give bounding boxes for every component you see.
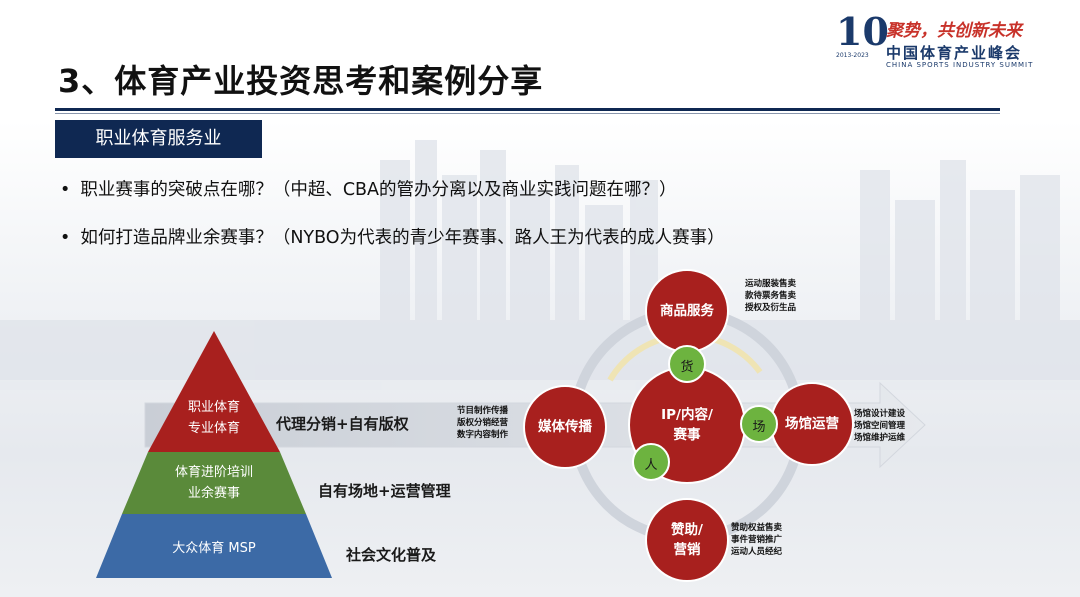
pyramid-middle-line1: 体育进阶培训 (174, 465, 253, 480)
bullet-item: • 如何打造品牌业余赛事？（NYBO为代表的青少年赛事、路人王为代表的成人赛事） (60, 224, 725, 249)
center-label-line1: IP/内容/ (661, 407, 713, 423)
bullet-text: 如何打造品牌业余赛事？（NYBO为代表的青少年赛事、路人王为代表的成人赛事） (80, 228, 725, 248)
left-label: 媒体传播 (538, 419, 592, 435)
right-label: 场馆运营 (785, 416, 839, 432)
pyramid-middle-line2: 业余赛事 (187, 486, 240, 501)
summit-logo: 10 2013-2023 聚势，共创新未来 中国体育产业峰会 CHINA SPO… (836, 9, 1046, 70)
section-badge: 职业体育服务业 (55, 120, 262, 158)
circle-left (523, 385, 607, 469)
bullet-item: • 职业赛事的突破点在哪？（中超、CBA的管办分离以及商业实践问题在哪？） (60, 176, 677, 201)
logo-slogan: 聚势，共创新未来 (886, 21, 1022, 41)
bottom-label-line1: 赞助/ (671, 522, 703, 538)
page-title: 3、体育产业投资思考和案例分享 (58, 62, 544, 100)
note-top-line2: 款待票务售卖 (745, 291, 797, 301)
title-divider (55, 108, 1000, 111)
circle-bottom (645, 498, 729, 582)
pyramid-top-line2: 专业体育 (187, 421, 240, 436)
connector-goods-label: 货 (680, 360, 694, 375)
center-label: IP/内容/ 赛事 (637, 405, 737, 445)
logo-name-cn: 中国体育产业峰会 (886, 44, 1023, 62)
note-top-line3: 授权及衍生品 (745, 303, 797, 313)
bottom-label-line2: 营销 (673, 542, 701, 558)
note-bottom-line2: 事件营销推广 (731, 535, 783, 545)
connector-goods (668, 345, 706, 383)
top-label: 商品服务 (660, 303, 714, 319)
note-left: 节目制作传播 版权分销经营 数字内容制作 (457, 405, 508, 441)
pyramid-top-label: 职业体育 专业体育 (164, 397, 264, 439)
note-left-line3: 数字内容制作 (457, 430, 509, 440)
logo-years: 2013-2023 (836, 52, 869, 59)
note-bottom: 赞助权益售卖 事件营销推广 运动人员经纪 (731, 522, 782, 558)
pyramid-desc-top: 代理分销+自有版权 (276, 415, 409, 433)
logo-name-en: CHINA SPORTS INDUSTRY SUMMIT (886, 61, 1034, 69)
pyramid-middle-label: 体育进阶培训 业余赛事 (144, 462, 284, 504)
connector-people-label: 人 (644, 458, 658, 473)
note-bottom-line1: 赞助权益售卖 (731, 523, 783, 533)
note-bottom-line3: 运动人员经纪 (731, 547, 783, 557)
pyramid-top-line1: 职业体育 (187, 400, 240, 415)
connector-people (632, 443, 670, 481)
note-left-line2: 版权分销经营 (457, 418, 509, 428)
skyline-silhouette (0, 140, 1080, 446)
bullet-text: 职业赛事的突破点在哪？（中超、CBA的管办分离以及商业实践问题在哪？） (80, 180, 677, 200)
bullet-dot-icon: • (60, 180, 71, 200)
pyramid-desc-middle: 自有场地+运营管理 (318, 482, 451, 500)
connector-venue (740, 405, 778, 443)
logo-number: 10 (836, 9, 889, 54)
bullet-dot-icon: • (60, 228, 71, 248)
center-label-line2: 赛事 (673, 427, 701, 443)
bottom-label: 赞助/ 营销 (647, 520, 727, 560)
note-left-line1: 节目制作传播 (457, 406, 509, 416)
title-divider-thin (55, 113, 1000, 114)
pyramid-middle (122, 452, 306, 514)
note-top: 运动服装售卖 款待票务售卖 授权及衍生品 (745, 278, 796, 314)
note-top-line1: 运动服装售卖 (745, 279, 797, 289)
note-right-line2: 场馆空间管理 (854, 421, 906, 431)
connector-venue-label: 场 (752, 420, 766, 435)
note-right-line1: 场馆设计建设 (854, 409, 906, 419)
pyramid-desc-bottom: 社会文化普及 (346, 546, 437, 564)
note-right-line3: 场馆维护运维 (854, 433, 906, 443)
pyramid-top (148, 331, 280, 452)
note-right: 场馆设计建设 场馆空间管理 场馆维护运维 (854, 408, 905, 444)
pyramid-bottom (96, 514, 332, 578)
pyramid-bottom-label: 大众体育 MSP (172, 541, 256, 556)
